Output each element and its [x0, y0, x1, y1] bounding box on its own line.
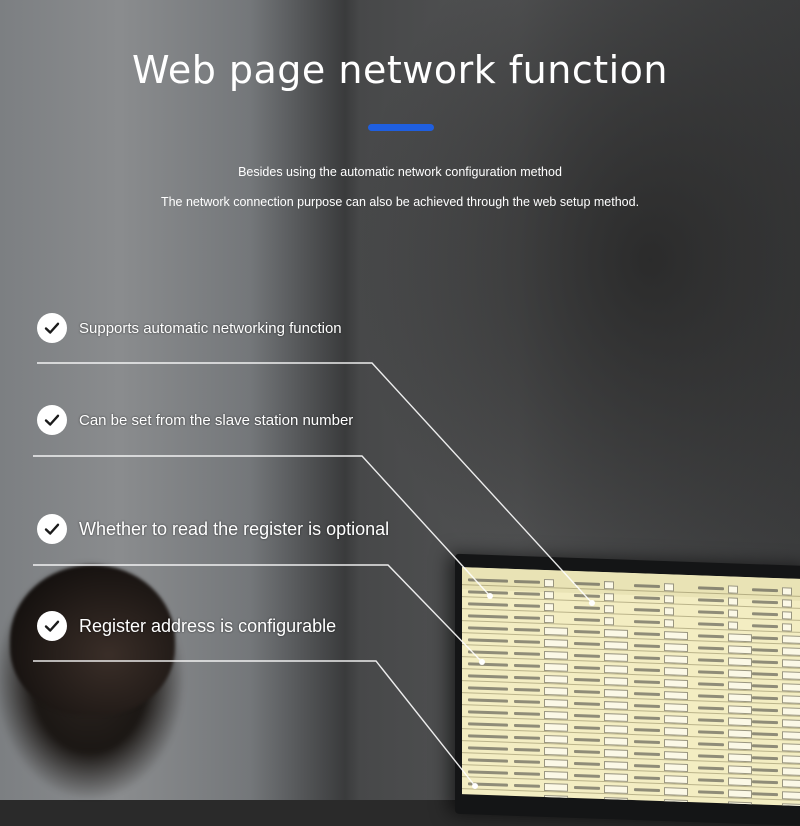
connector-line-3: [33, 564, 483, 663]
feature-label: Can be set from the slave station number: [79, 411, 354, 429]
connector-dot-2: [487, 593, 493, 599]
connector-dot-3: [479, 659, 485, 665]
page-title: Web page network function: [131, 48, 669, 92]
person-head: [10, 565, 175, 715]
feature-label: Supports automatic networking function: [79, 319, 342, 337]
subtitle-line-1: Besides using the automatic network conf…: [238, 165, 562, 179]
feature-item: Whether to read the register is optional: [37, 514, 389, 544]
check-icon: [37, 405, 67, 435]
feature-label: Register address is configurable: [79, 615, 337, 636]
subtitle-line-2: The network connection purpose can also …: [160, 195, 640, 209]
callout-connectors: [33, 362, 595, 789]
check-icon: [37, 514, 67, 544]
connector-dot-1: [589, 600, 595, 606]
connector-dot-4: [472, 783, 478, 789]
check-icon: [37, 313, 67, 343]
check-icon: [37, 611, 67, 641]
feature-item: Register address is configurable: [37, 611, 336, 641]
feature-item: Supports automatic networking function: [37, 313, 342, 343]
connector-line-2: [33, 455, 491, 597]
title-accent-bar: [368, 124, 434, 131]
connector-line-1: [37, 362, 593, 604]
feature-item: Can be set from the slave station number: [37, 405, 353, 435]
feature-label: Whether to read the register is optional: [79, 518, 390, 539]
connector-line-4: [33, 660, 476, 787]
